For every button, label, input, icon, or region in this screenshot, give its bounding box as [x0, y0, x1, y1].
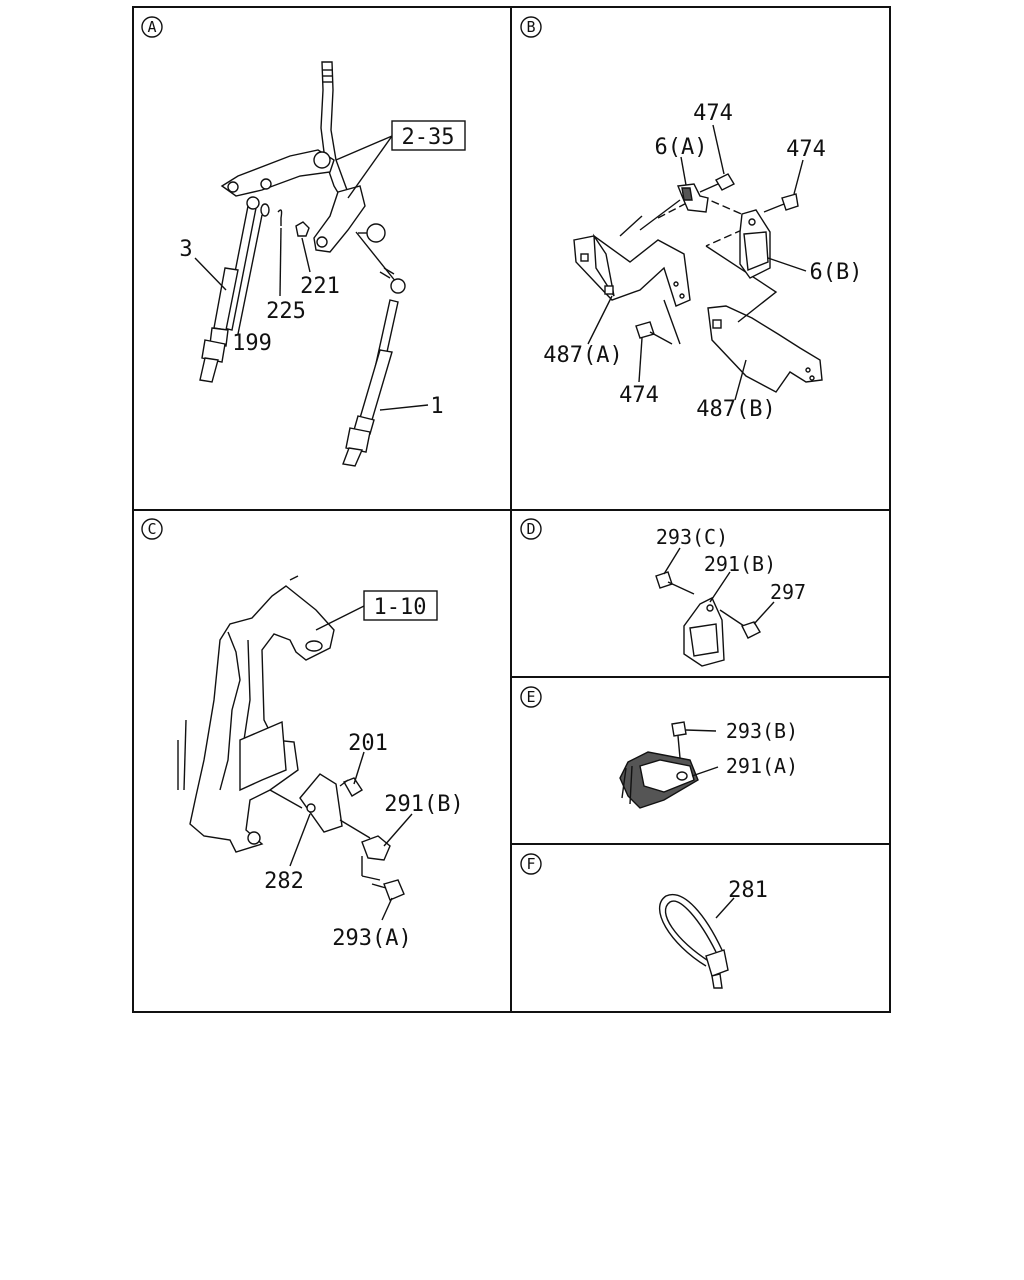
- panel-e-leaders: [685, 729, 719, 777]
- ref-box-1-10: 1-10: [315, 590, 438, 631]
- panel-d: D 293(C) 291(B) 297: [520, 518, 806, 667]
- clamp-drawing-d: [655, 571, 761, 667]
- panel-f: F 281: [520, 853, 768, 989]
- label-281: 281: [728, 878, 768, 903]
- label-487a: 487(A): [543, 343, 622, 368]
- shift-lever-drawing: [199, 61, 406, 467]
- panel-d-id: D: [526, 520, 535, 538]
- ref-box-2-35: 2-35: [335, 120, 466, 199]
- label-3: 3: [179, 237, 192, 262]
- diagram-frame: [132, 6, 891, 1013]
- panel-a-leaders: [194, 214, 429, 411]
- label-282: 282: [264, 869, 304, 894]
- panel-c-id: C: [147, 520, 156, 538]
- panel-d-leaders: [663, 547, 775, 625]
- panel-f-id: F: [526, 855, 535, 873]
- label-474-top: 474: [693, 101, 733, 126]
- panel-c-leaders: [289, 751, 413, 921]
- label-6b: 6(B): [810, 260, 863, 285]
- panel-e: E 293(B) 291(A): [520, 686, 798, 809]
- label-221: 221: [300, 274, 340, 299]
- panel-a: A: [141, 16, 466, 467]
- label-487b: 487(B): [696, 397, 775, 422]
- label-293c: 293(C): [656, 525, 728, 549]
- label-199: 199: [232, 331, 272, 356]
- label-474-right: 474: [786, 137, 826, 162]
- frame-drawing-c: [177, 575, 405, 901]
- label-297: 297: [770, 580, 806, 604]
- label-474-bottom: 474: [619, 383, 659, 408]
- panel-c: C: [141, 518, 464, 951]
- panel-b-marker: B: [520, 16, 542, 38]
- panel-e-id: E: [526, 688, 535, 706]
- label-291a: 291(A): [726, 754, 798, 778]
- panel-e-marker: E: [520, 686, 542, 708]
- ref-label-1-10: 1-10: [374, 595, 427, 620]
- panel-f-leaders: [715, 897, 735, 919]
- panel-d-marker: D: [520, 518, 542, 540]
- cable-tie-drawing: [658, 893, 729, 989]
- panel-a-id: A: [147, 18, 156, 36]
- panel-b-id: B: [526, 18, 535, 36]
- panel-a-marker: A: [141, 16, 163, 38]
- label-225: 225: [266, 299, 306, 324]
- panel-c-marker: C: [141, 518, 163, 540]
- panel-f-marker: F: [520, 853, 542, 875]
- label-291b-c: 291(B): [384, 792, 463, 817]
- clamp-drawing-e: [619, 721, 699, 809]
- bracket-drawing-b: [573, 173, 823, 393]
- label-201: 201: [348, 731, 388, 756]
- label-293b: 293(B): [726, 719, 798, 743]
- label-291b-d: 291(B): [704, 552, 776, 576]
- label-1: 1: [430, 394, 443, 419]
- ref-label-2-35: 2-35: [402, 125, 455, 150]
- panel-b: B: [520, 16, 863, 422]
- label-6a: 6(A): [655, 135, 708, 160]
- label-293a: 293(A): [332, 926, 411, 951]
- panel-b-leaders: [587, 124, 807, 401]
